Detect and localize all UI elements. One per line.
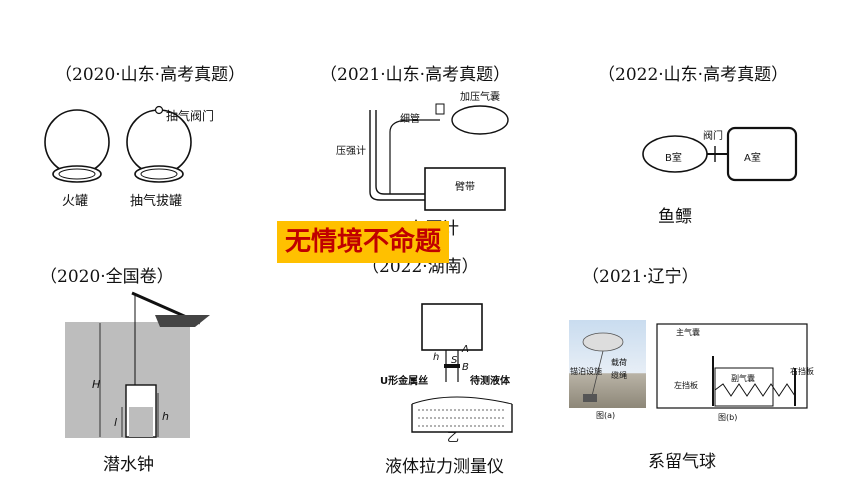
- cupping-pump-caption: 抽气拔罐: [130, 194, 183, 209]
- sub-bag-label: 副气囊: [731, 374, 755, 383]
- tension-A-label: A: [462, 344, 469, 355]
- diving-bell-figure: [99, 291, 210, 438]
- anchor-label: 锚泊设施: [570, 367, 602, 376]
- balloon-diagram: [656, 323, 808, 409]
- bell-H-label: H: [92, 378, 101, 391]
- tethered-balloon-caption: 系留气球: [648, 452, 716, 472]
- bp-gauge-label: 压强计: [336, 146, 366, 157]
- tether-label: 缆绳: [611, 371, 627, 380]
- bp-bulb-label: 加压气囊: [460, 92, 500, 103]
- bell-h-label: h: [162, 410, 169, 423]
- tension-meter-figure: [411, 303, 513, 433]
- bp-cuff-label: 臂带: [455, 182, 475, 193]
- header-2022-shandong: （2022·山东·高考真题）: [598, 65, 789, 85]
- balloon-photo-overlay: [582, 332, 624, 402]
- bell-l-label: l: [114, 416, 118, 429]
- blood-pressure-figure: [369, 103, 509, 211]
- liquid-label: 待测液体: [470, 376, 510, 387]
- fish-dart-figure: [642, 126, 798, 182]
- right-plate-label: 右挡板: [790, 367, 814, 376]
- bp-tube-label: 细管: [400, 114, 420, 125]
- main-bag-label: 主气囊: [676, 328, 700, 337]
- header-2021-liaoning: （2021·辽宁）: [582, 267, 699, 287]
- left-plate-label: 左挡板: [674, 381, 698, 390]
- fish-dart-caption: 鱼鳔: [658, 207, 692, 227]
- cupping-caption: 火罐: [62, 194, 89, 209]
- u-wire-label: U形金属丝: [380, 376, 429, 387]
- pump-valve-label: 抽气阀门: [166, 109, 215, 123]
- fish-valve-label: 阀门: [703, 131, 723, 142]
- tension-B-label: B: [462, 362, 469, 373]
- tension-meter-caption: 液体拉力测量仪: [385, 457, 504, 477]
- diving-bell-caption: 潜水钟: [103, 455, 154, 475]
- chamber-a-label: A室: [744, 153, 761, 164]
- banner-no-context-no-question: 无情境不命题: [277, 221, 450, 263]
- tension-h-label: h: [433, 352, 440, 363]
- cupping-figure: [44, 105, 192, 183]
- header-2021-shandong: （2021·山东·高考真题）: [320, 65, 511, 85]
- fig-b-label: 图(b): [718, 413, 738, 422]
- header-2020-national: （2020·全国卷）: [40, 267, 174, 287]
- header-2020-shandong: （2020·山东·高考真题）: [55, 65, 246, 85]
- chamber-b-label: B室: [665, 153, 682, 164]
- fig-yi-label: 乙: [447, 430, 460, 444]
- tension-S-label: S: [451, 355, 458, 366]
- fig-a-label: 图(a): [596, 411, 616, 420]
- load-label: 载荷: [611, 358, 627, 367]
